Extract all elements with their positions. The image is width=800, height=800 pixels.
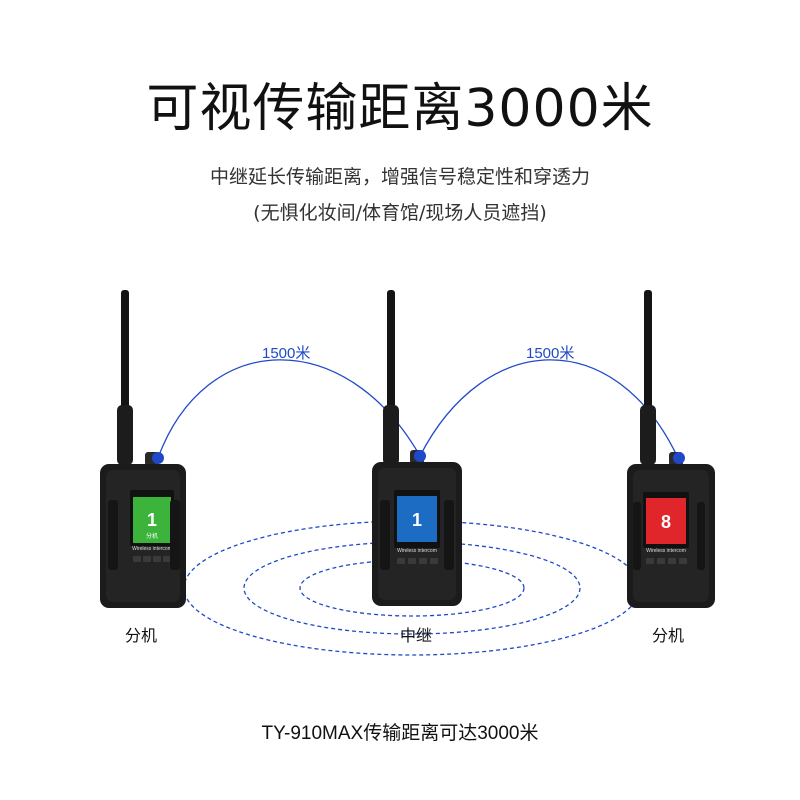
page-title: 可视传输距离3000米 bbox=[146, 79, 654, 139]
subtitle-line-1: 中继延长传输距离，增强信号稳定性和穿透力 bbox=[209, 166, 590, 188]
device-middle: 1 Wireless intercom bbox=[372, 290, 462, 606]
distance-label-left: 1500米 bbox=[262, 345, 311, 362]
link-arc-right bbox=[419, 359, 679, 459]
device-label-left: 分机 bbox=[125, 626, 158, 645]
antenna-port bbox=[414, 450, 426, 462]
keypad bbox=[397, 558, 438, 564]
device-right: 8 Wireless intercom bbox=[627, 290, 715, 608]
screen-brand: Wireless intercom bbox=[646, 548, 686, 554]
screen-channel-sub: 分机 bbox=[146, 532, 158, 540]
distance-label-right: 1500米 bbox=[526, 345, 575, 362]
screen-channel: 1 bbox=[412, 510, 422, 530]
device-screen bbox=[133, 497, 171, 543]
subtitle-line-2: (无惧化妆间/体育馆/现场人员遮挡) bbox=[253, 202, 547, 224]
link-arc-left bbox=[157, 359, 421, 459]
device-label-middle: 中继 bbox=[400, 626, 433, 645]
device-label-right: 分机 bbox=[652, 626, 685, 645]
device-left: 1 分机 Wireless intercom bbox=[100, 290, 186, 608]
signal-ring-middle bbox=[243, 541, 581, 635]
screen-channel: 8 bbox=[661, 512, 671, 532]
antenna-port bbox=[152, 452, 164, 464]
device-screen bbox=[397, 496, 437, 542]
device-screen bbox=[646, 498, 686, 544]
keypad bbox=[646, 558, 687, 564]
screen-brand: Wireless intercom bbox=[132, 546, 172, 552]
screen-brand: Wireless intercom bbox=[397, 548, 437, 554]
keypad bbox=[133, 556, 171, 562]
antenna-port bbox=[673, 452, 685, 464]
screen-channel: 1 bbox=[147, 510, 157, 530]
caption: TY-910MAX传输距离可达3000米 bbox=[261, 723, 539, 744]
